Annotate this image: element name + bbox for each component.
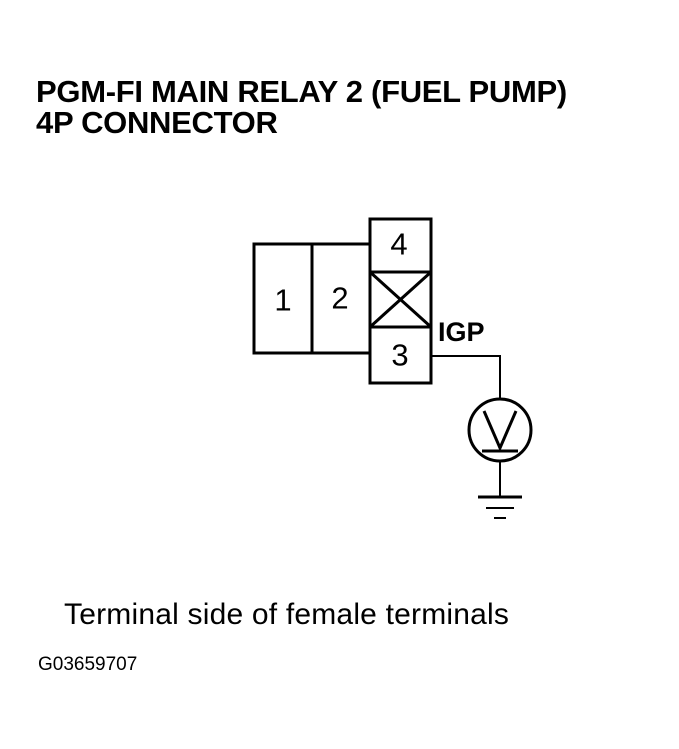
terminal-2-label: 2 [331,281,348,316]
wire-label-igp: IGP [438,317,485,347]
diagram-title-line-2: 4P CONNECTOR [36,105,278,140]
empty-cavity-cross [368,270,433,329]
connector-right-column [368,217,433,385]
diagram-title-line-1: PGM-FI MAIN RELAY 2 (FUEL PUMP) [36,74,567,109]
terminal-4-label: 4 [390,227,407,262]
voltmeter-icon [467,397,533,463]
ground-icon [478,495,522,519]
figure-id: G03659707 [38,654,138,675]
terminal-3-label: 3 [391,338,408,373]
terminal-1-label: 1 [274,283,291,318]
caption: Terminal side of female terminals [64,598,510,631]
probe-wire [431,355,501,399]
